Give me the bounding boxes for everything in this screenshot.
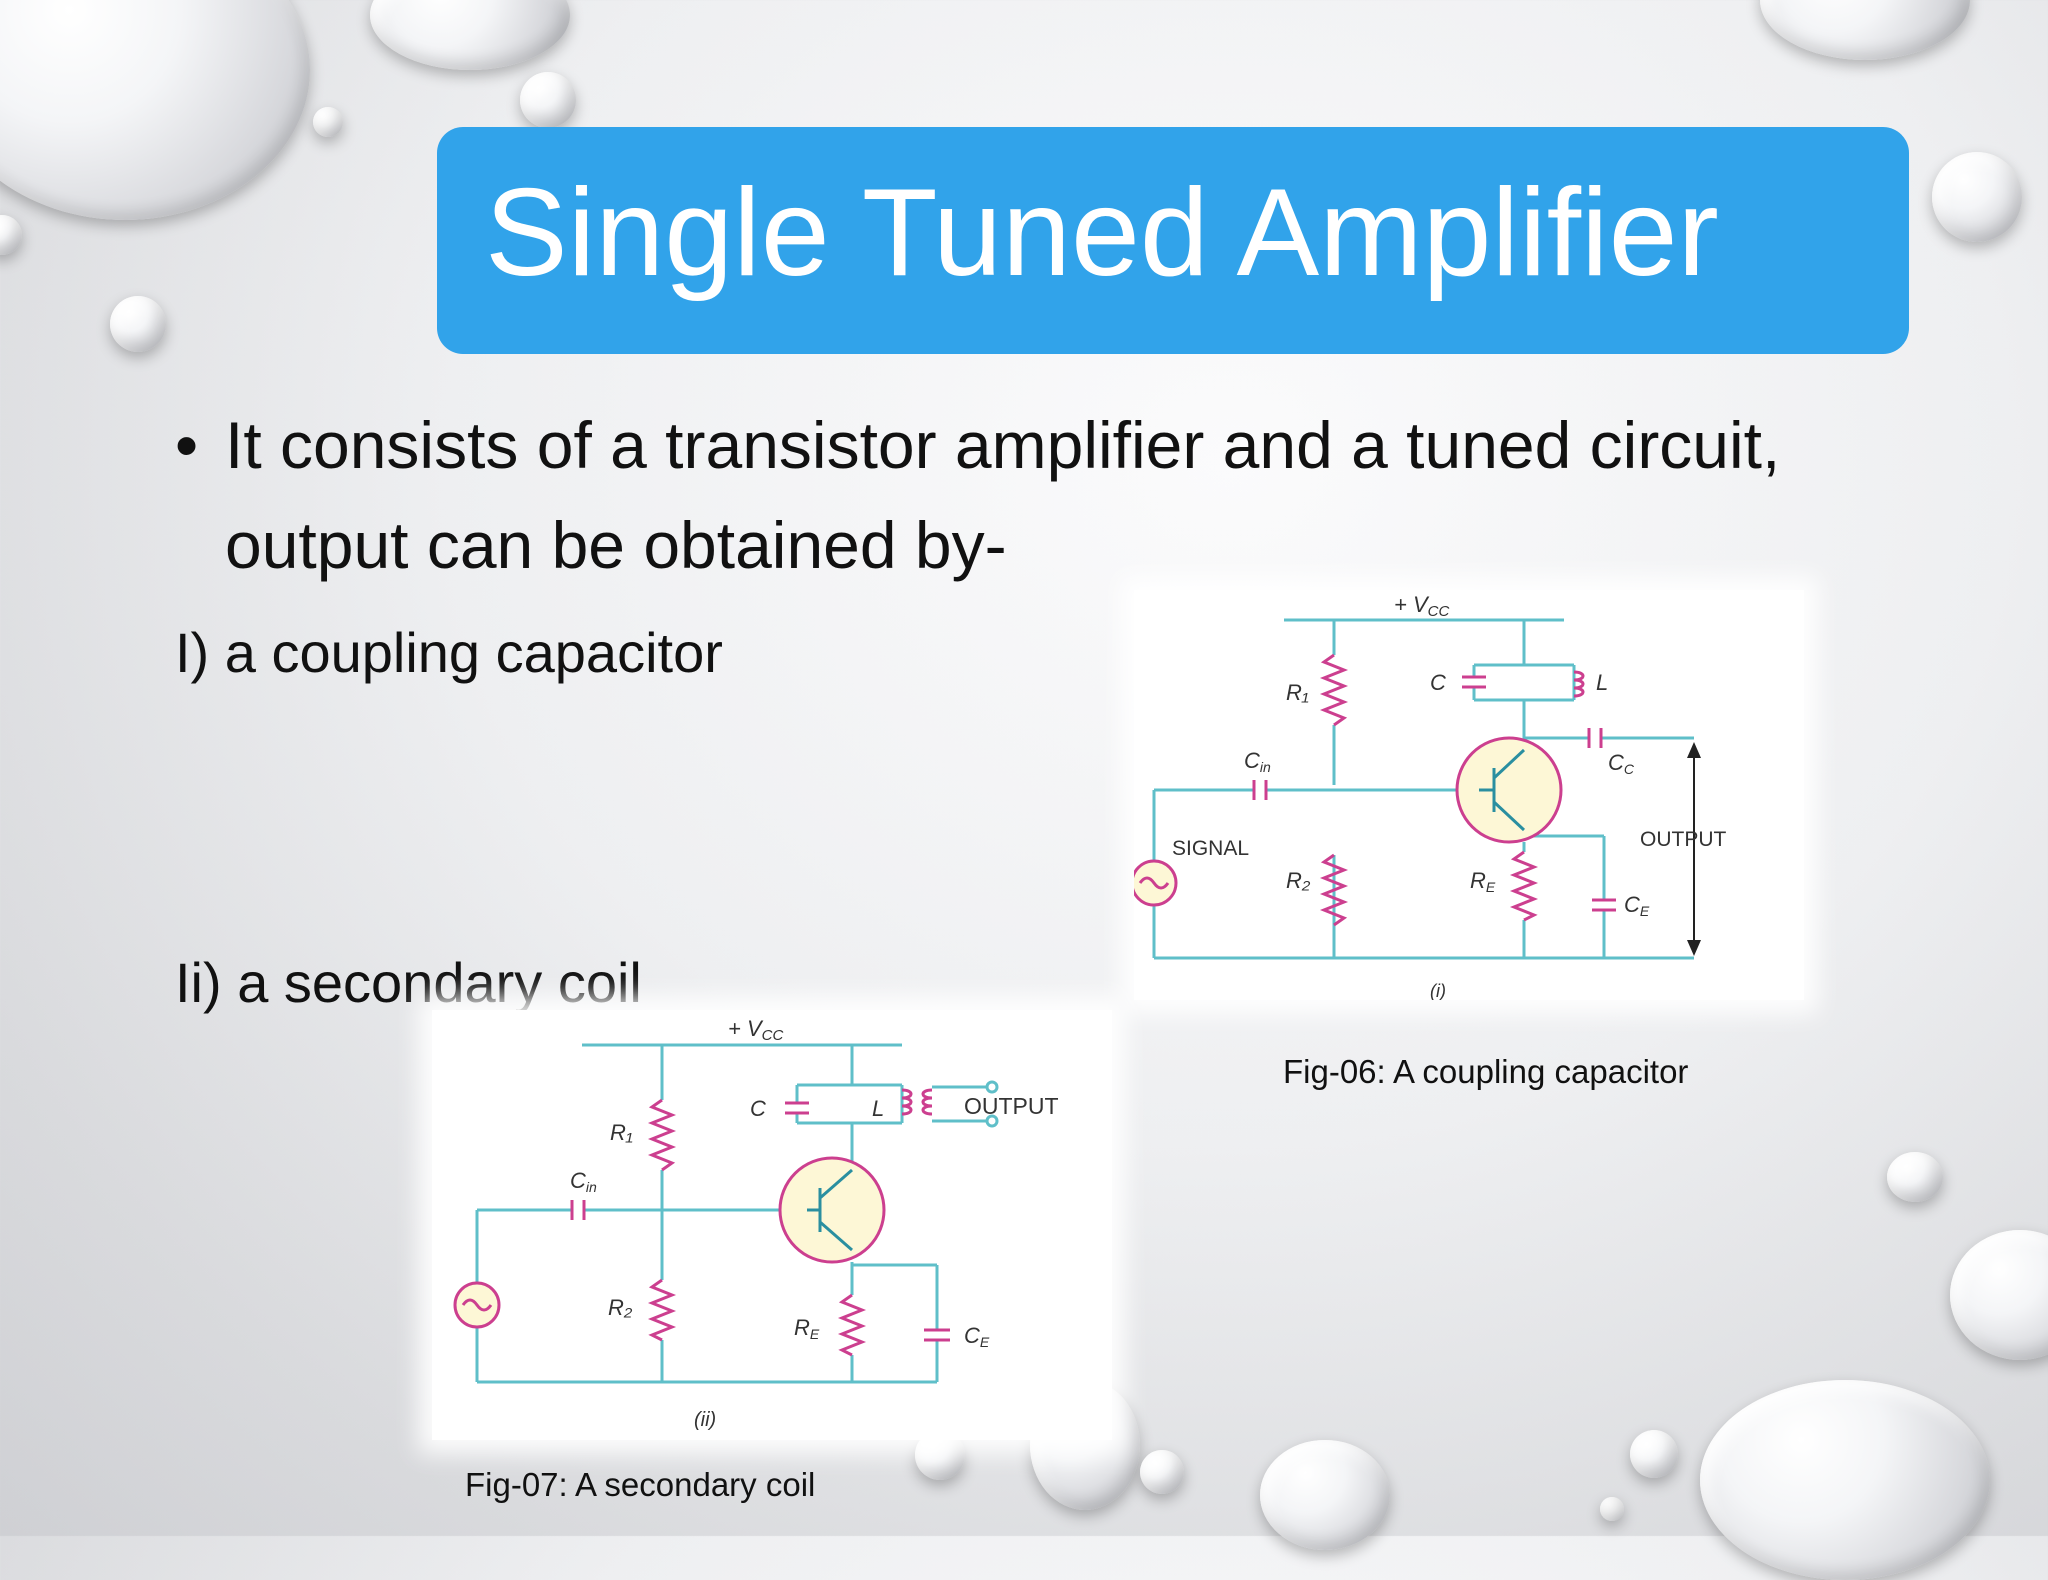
svg-text:CC: CC: [1608, 750, 1635, 777]
circuit-diagram-secondary-coil: + VCC R₁ R₂ C L OUTPUT Cin RE CE (ii): [453, 1016, 1059, 1431]
l-label: L: [1596, 670, 1608, 695]
re-label: R: [1470, 868, 1486, 893]
cin-subscript: in: [1260, 759, 1271, 775]
cin-label: C: [570, 1168, 586, 1193]
bullet-text: It consists of a transistor amplifier an…: [225, 408, 1781, 582]
r1-label: R₁: [1286, 680, 1309, 705]
svg-text:CE: CE: [964, 1323, 990, 1350]
figure-numeral: (ii): [694, 1409, 716, 1431]
bullet-point: • It consists of a transistor amplifier …: [175, 395, 1875, 595]
water-drop-decoration: [313, 107, 343, 137]
output-label: OUTPUT: [1640, 828, 1727, 851]
svg-text:+ VCC: + VCC: [728, 1016, 783, 1044]
vcc-subscript: CC: [1428, 603, 1450, 620]
water-drop-decoration: [370, 0, 570, 70]
cc-subscript: C: [1624, 761, 1635, 777]
water-drop-decoration: [0, 215, 22, 255]
svg-text:CE: CE: [1624, 892, 1650, 919]
figure-07-caption: Fig-07: A secondary coil: [465, 1466, 816, 1503]
svg-text:+ VCC: + VCC: [1394, 592, 1449, 620]
r2-label: R₂: [608, 1295, 633, 1320]
circuit-diagram-coupling-capacitor: + VCC R₁ R₂ C L Cin CC RE CE SIGNAL OUTP…: [1130, 592, 1727, 1001]
water-drop-decoration: [1600, 1497, 1624, 1521]
c-label: C: [750, 1096, 766, 1121]
output-label: OUTPUT: [964, 1093, 1059, 1119]
ce-subscript: E: [980, 1334, 990, 1350]
re-subscript: E: [1486, 879, 1496, 895]
signal-label: SIGNAL: [1172, 837, 1249, 860]
water-drop-decoration: [1630, 1430, 1678, 1478]
water-drop-decoration: [1887, 1152, 1943, 1202]
title-banner: Single Tuned Amplifier: [437, 127, 1909, 354]
svg-text:Cin: Cin: [1244, 748, 1271, 775]
cin-subscript: in: [586, 1179, 597, 1195]
figure-numeral: (i): [1430, 981, 1446, 1000]
ce-label: C: [1624, 892, 1640, 917]
water-drop-decoration: [1700, 1380, 1990, 1580]
figure-secondary-coil: + VCC R₁ R₂ C L OUTPUT Cin RE CE (ii): [432, 1010, 1112, 1440]
water-drop-decoration: [1932, 152, 2022, 242]
r1-label: R₁: [610, 1120, 633, 1145]
ce-subscript: E: [1640, 903, 1650, 919]
water-drop-decoration: [520, 72, 576, 128]
c-label: C: [1430, 670, 1446, 695]
vcc-label: + V: [1394, 592, 1430, 617]
ce-label: C: [964, 1323, 980, 1348]
cin-label: C: [1244, 748, 1260, 773]
re-subscript: E: [810, 1326, 820, 1342]
vcc-label: + V: [728, 1016, 764, 1041]
water-drop-decoration: [1760, 0, 1970, 60]
l-label: L: [872, 1096, 884, 1121]
water-drop-decoration: [1140, 1450, 1184, 1494]
slide-title: Single Tuned Amplifier: [485, 164, 1719, 302]
water-drop-decoration: [0, 0, 310, 220]
water-drop-decoration: [110, 296, 166, 352]
water-drop-decoration: [1950, 1230, 2048, 1360]
bullet-symbol: •: [175, 408, 199, 482]
figure-06-caption: Fig-06: A coupling capacitor: [1283, 1053, 1689, 1090]
item-coupling-capacitor: I) a coupling capacitor: [175, 621, 723, 684]
cc-label: C: [1608, 750, 1624, 775]
item-secondary-coil: Ii) a secondary coil: [175, 951, 642, 1014]
re-label: R: [794, 1315, 810, 1340]
vcc-subscript: CC: [762, 1027, 784, 1044]
water-drop-decoration: [1260, 1440, 1390, 1550]
svg-text:RE: RE: [794, 1315, 820, 1342]
svg-text:RE: RE: [1470, 868, 1496, 895]
r2-label: R₂: [1286, 868, 1311, 893]
svg-text:Cin: Cin: [570, 1168, 597, 1195]
figure-coupling-capacitor: + VCC R₁ R₂ C L Cin CC RE CE SIGNAL OUTP…: [1130, 590, 1804, 1001]
